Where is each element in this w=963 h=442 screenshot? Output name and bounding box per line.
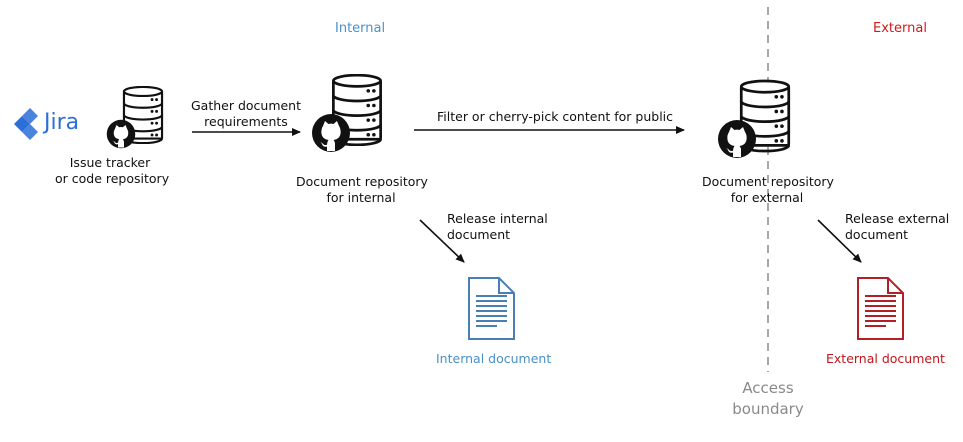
arrow-icon [817, 219, 862, 263]
source-label: Issue tracker or code repository [55, 155, 170, 187]
access-boundary-line1: Access [742, 379, 794, 397]
document-icon [468, 277, 515, 340]
edge-release-internal-line2: document [447, 227, 511, 242]
repo-external-label: Document repository for external [702, 174, 834, 206]
edge-gather-line2: requirements [204, 114, 288, 129]
section-title-external: External [873, 21, 927, 36]
external-document-label: External document [826, 351, 945, 366]
section-title-internal: Internal [335, 21, 386, 36]
repo-internal-line2: for internal [326, 190, 396, 205]
github-icon [312, 114, 350, 152]
arrow-icon [419, 219, 465, 263]
jira-logo-text: Jira [44, 110, 80, 135]
source-label-line1: Issue tracker [69, 155, 151, 170]
repo-internal-label: Document repository for internal [296, 174, 428, 206]
source-label-line2: or code repository [55, 171, 170, 186]
jira-icon [14, 108, 38, 140]
edge-filter-label: Filter or cherry-pick content for public [437, 109, 674, 124]
edge-release-external-label: Release external document [845, 211, 949, 243]
access-boundary-label: Access boundary [718, 378, 818, 420]
document-icon [857, 277, 904, 340]
edge-release-internal-label: Release internal document [447, 211, 548, 243]
repo-external-line2: for external [730, 190, 804, 205]
github-icon [718, 120, 756, 158]
internal-document-label: Internal document [436, 351, 552, 366]
github-icon [106, 119, 136, 149]
repo-internal-line1: Document repository [296, 174, 428, 189]
edge-gather-label: Gather document requirements [186, 98, 306, 130]
access-boundary-line2: boundary [732, 400, 804, 418]
edge-gather-line1: Gather document [190, 98, 302, 113]
edge-release-internal-line1: Release internal [447, 211, 548, 226]
edge-release-external-line2: document [845, 227, 909, 242]
edge-release-external-line1: Release external [845, 211, 950, 226]
repo-external-line1: Document repository [702, 174, 834, 189]
